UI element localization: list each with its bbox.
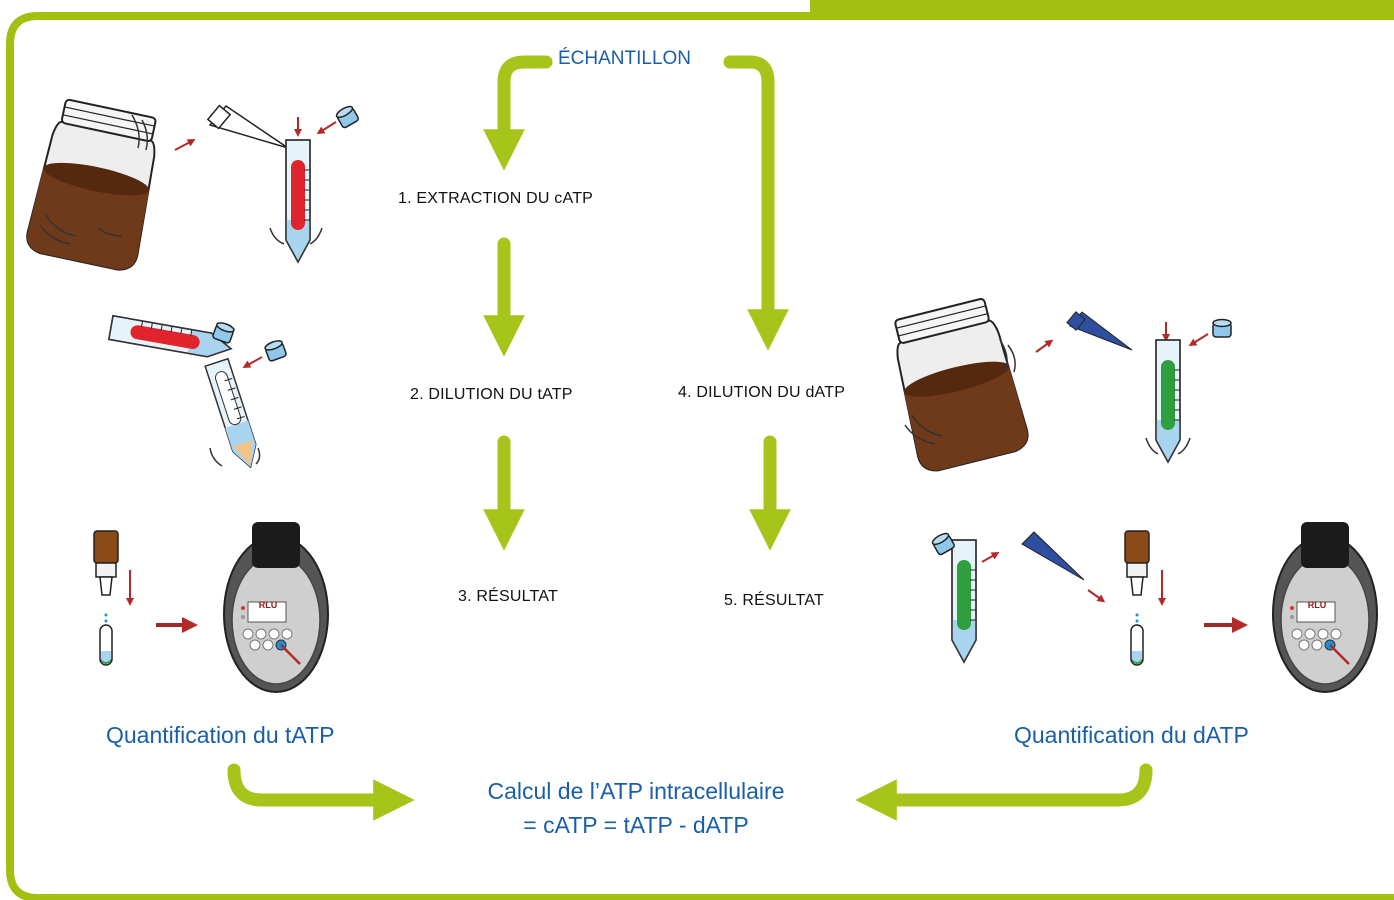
sample-label: ÉCHANTILLON (558, 48, 692, 69)
arrow-sample-to-datp (723, 55, 789, 351)
arrow-jar-to-pipette (174, 139, 196, 151)
quantification-datp-label: Quantification du dATP (1014, 722, 1249, 748)
tube-red-illustration (285, 139, 311, 263)
pipette-tip-blue-illustration (1066, 311, 1133, 351)
arrow-tatp-to-result (227, 763, 415, 821)
step-2-label: 2. DILUTION DU tATP (410, 386, 573, 403)
small-tube-illustration (99, 612, 113, 666)
step-5-label: 5. RÉSULTAT (724, 592, 824, 609)
jar-shaking-illustration (23, 96, 167, 274)
pipette-tip-blue-illustration-2 (1021, 531, 1085, 581)
reagent-bottle-illustration (93, 530, 119, 596)
cap-icon-3 (263, 338, 288, 363)
jar-shaking-illustration-right (883, 294, 1033, 476)
step-4-label: 4. DILUTION DU dATP (678, 384, 846, 401)
pipette-tip-illustration (206, 104, 289, 149)
frame-border (6, 12, 1394, 900)
device-screen-label-left: RLU (259, 600, 278, 610)
result-title: Calcul de l’ATP intracellulaire (487, 778, 785, 804)
cap-icon-right (1212, 318, 1232, 338)
arrow-cap-to-tube (316, 121, 337, 135)
small-tube-illustration-right (1130, 612, 1144, 666)
result-formula: = cATP = tATP - dATP (523, 812, 749, 838)
tube-green-illustration-2 (951, 539, 977, 663)
quantification-tatp-label: Quantification du tATP (106, 722, 335, 748)
step-1-label: 1. EXTRACTION DU cATP (398, 190, 594, 207)
cap-icon (334, 103, 361, 130)
reagent-bottle-illustration-right (1124, 530, 1150, 596)
arrow-sample-to-extraction (483, 55, 553, 171)
arrow-datp-to-result (855, 763, 1153, 821)
tube-diluted-illustration (204, 357, 257, 469)
step-3-label: 3. RÉSULTAT (458, 588, 558, 605)
tube-green-illustration (1155, 339, 1181, 463)
device-screen-label-right: RLU (1308, 600, 1327, 610)
